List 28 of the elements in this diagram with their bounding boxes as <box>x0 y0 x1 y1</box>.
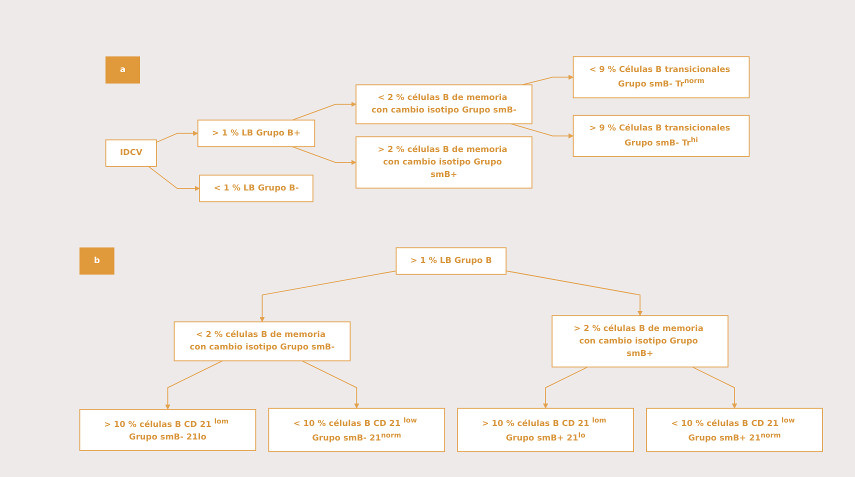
arrow <box>165 360 223 410</box>
node-box: > 2 % células B de memoria con cambio isotipo Grupo smB+ <box>356 136 532 189</box>
node-box: > 1 % LB Grupo B+ <box>197 120 316 148</box>
node-box: > 1 % LB Grupo B <box>396 247 507 275</box>
node-box: > 10 % células B CD 21 $^{lom}$ Grupo smB- 21lo <box>79 408 256 451</box>
arrow <box>510 123 574 139</box>
arrow <box>156 130 198 143</box>
arrow <box>301 360 360 409</box>
node-box: > 2 % células B de memoria con cambio isotipo Grupo smB+ <box>552 315 728 368</box>
node-box: < 9 % Células B transicionales Grupo smB- Tr$^{norm}$ <box>572 56 750 98</box>
node-box: b <box>79 247 114 275</box>
node-box: a <box>106 56 140 84</box>
arrow <box>260 270 397 322</box>
arrow <box>148 166 200 192</box>
node-box: > 9 % Células B transicionales Grupo smB- Tr$^{hi}$ <box>572 114 750 157</box>
node-box: < 1 % LB Grupo B- <box>199 174 314 202</box>
node-box: > 10 % células B CD 21 $^{lom}$ Grupo smB+ 21$^{lo}$ <box>457 408 634 452</box>
arrow <box>522 74 574 86</box>
node-box: < 10 % células B CD 21 $^{low}$ Grupo smB+ 21$^{norm}$ <box>646 408 823 452</box>
node-box: < 10 % células B CD 21 $^{low}$ Grupo smB- 21$^{norm}$ <box>268 408 446 452</box>
arrow <box>542 366 588 409</box>
arrow <box>292 146 356 166</box>
node-box: < 2 % células B de memoria con cambio isotipo Grupo smB- <box>356 84 532 124</box>
node-box: IDCV <box>105 139 157 167</box>
node-box: < 2 % células B de memoria con cambio isotipo Grupo smB- <box>174 321 351 362</box>
arrow <box>292 102 356 121</box>
arrow <box>506 270 643 316</box>
arrow <box>692 366 738 409</box>
